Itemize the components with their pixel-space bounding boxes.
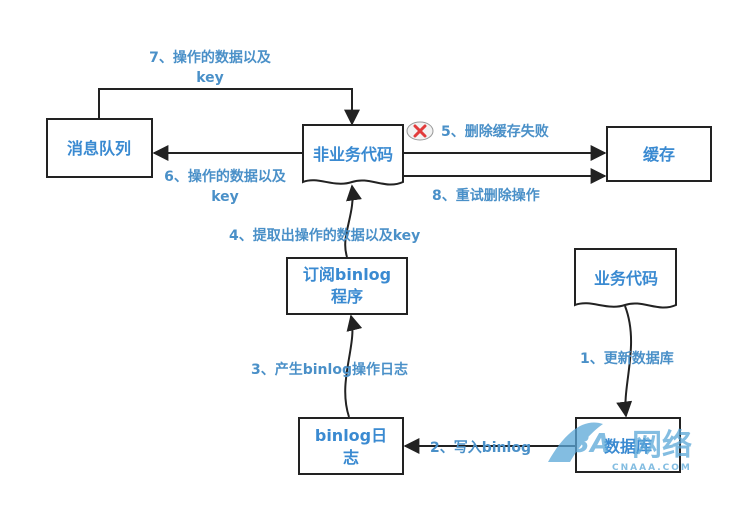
node-binlog-log: binlog日 志: [298, 417, 404, 475]
edge-7-label-line1: 7、操作的数据以及: [149, 49, 272, 66]
node-cache-label: 缓存: [642, 145, 675, 164]
watermark-main-text: 网络: [632, 428, 692, 463]
edge-6-label-line1: 6、操作的数据以及: [164, 168, 287, 185]
edge-1-label: 1、更新数据库: [580, 350, 674, 367]
node-business-code-label: 业务代码: [594, 269, 658, 288]
node-cache: 缓存: [606, 126, 712, 182]
fail-x-icon: [406, 121, 434, 141]
edge-7-label-line2: key: [196, 70, 224, 86]
edge-6-label-line2: key: [211, 189, 239, 205]
node-database-label: 数据库: [604, 437, 652, 456]
edge-4-label: 4、提取出操作的数据以及key: [229, 227, 420, 244]
edge-3-binlog-to-sub: [344, 314, 363, 418]
edge-1-biz-to-db: [616, 305, 633, 418]
watermark-sub-text: CNAAA.COM: [612, 463, 692, 473]
node-non-business-code: 非业务代码: [302, 124, 404, 186]
edge-7-mq-to-service: [98, 88, 360, 126]
node-binlog-log-line2: 志: [343, 448, 359, 467]
node-subscribe-binlog: 订阅binlog 程序: [286, 257, 408, 315]
watermark-logo: 3A 网络 CNAAA.COM: [548, 422, 692, 473]
watermark-logo-text: 3A: [572, 429, 610, 459]
node-subscribe-binlog-line2: 程序: [331, 287, 363, 306]
edge-5-label: 5、删除缓存失败: [441, 123, 550, 140]
node-message-queue-label: 消息队列: [67, 139, 131, 158]
node-non-business-code-label: 非业务代码: [313, 145, 393, 164]
node-message-queue: 消息队列: [46, 118, 153, 178]
edge-3-label: 3、产生binlog操作日志: [251, 361, 408, 378]
edge-8-label: 8、重试删除操作: [432, 187, 540, 204]
node-business-code: 业务代码: [574, 248, 677, 309]
node-binlog-log-line1: binlog日: [315, 426, 387, 445]
node-subscribe-binlog-line1: 订阅binlog: [303, 265, 391, 284]
edge-4-sub-to-service: [344, 184, 362, 258]
edge-2-label: 2、写入binlog: [430, 440, 531, 456]
